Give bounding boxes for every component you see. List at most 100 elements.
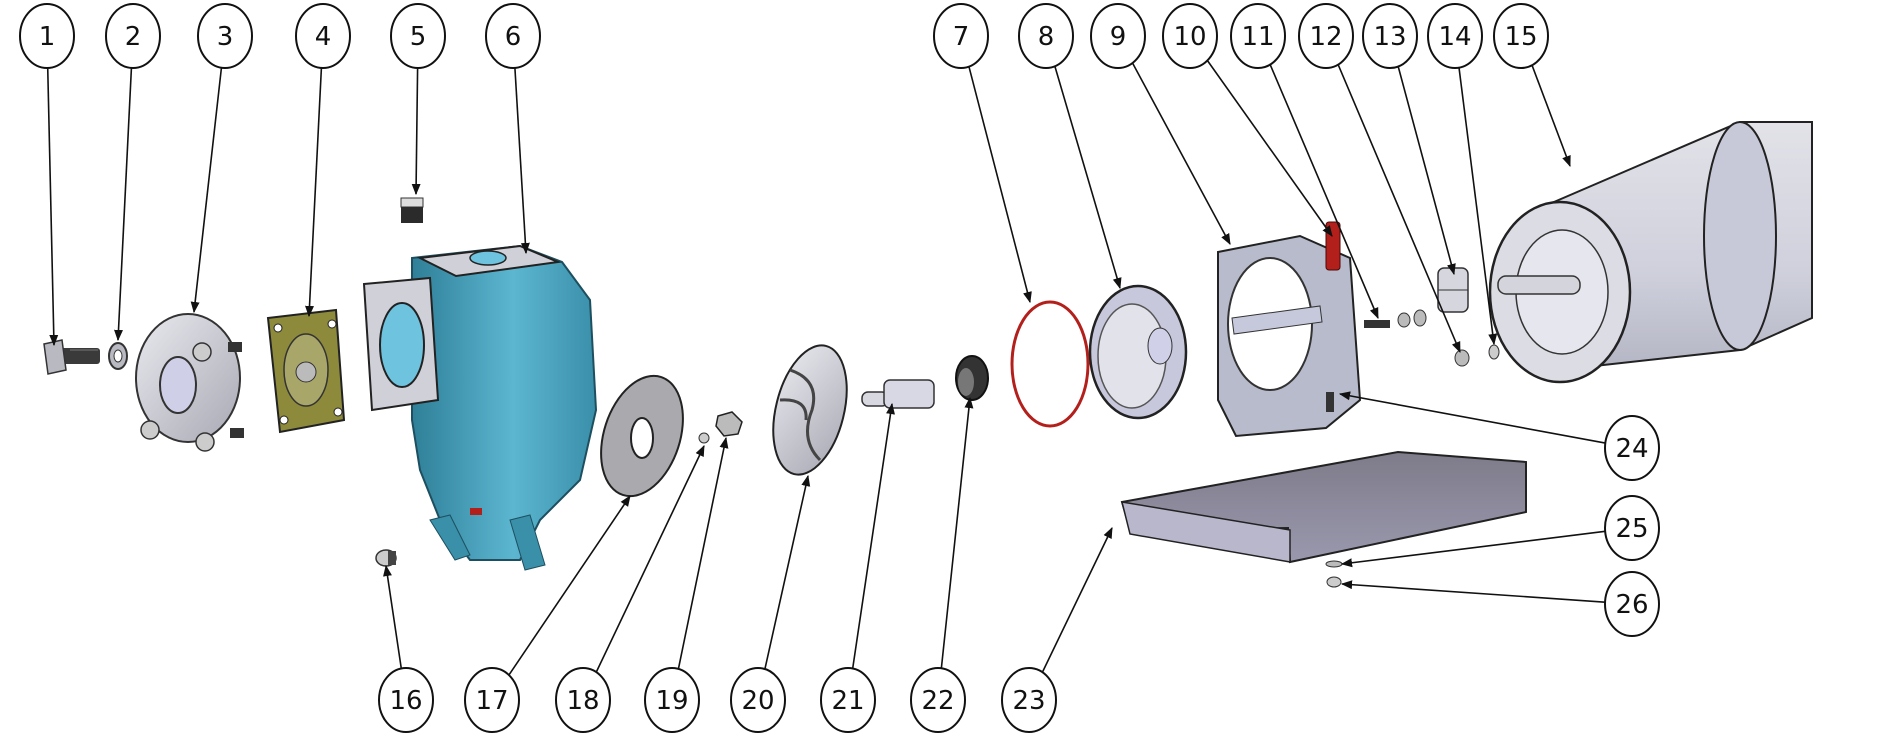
- balloon-18: 18: [555, 667, 611, 733]
- part-base-nut: [1326, 576, 1342, 588]
- balloon-circle: [464, 667, 520, 733]
- leader-lines: [46, 60, 1606, 676]
- leader-line-red-pin: [1206, 60, 1333, 237]
- balloon-circle: [1001, 667, 1057, 733]
- part-adapter-bolt: [1326, 392, 1334, 412]
- balloon-25: 25: [1604, 495, 1660, 561]
- balloon-label: 11: [1241, 22, 1274, 52]
- balloon-circle: [1298, 3, 1354, 69]
- balloon-circle: [105, 3, 161, 69]
- balloon-16: 16: [378, 667, 434, 733]
- leader-line-bolt: [1337, 64, 1461, 354]
- leader-line-pump-casing: [514, 67, 530, 255]
- leader-line-seal-plate: [1054, 65, 1122, 290]
- part-base-plate: [1120, 450, 1527, 564]
- balloon-label: 16: [389, 686, 422, 716]
- balloon-label: 13: [1373, 22, 1406, 52]
- balloon-circle: [644, 667, 700, 733]
- balloon-circle: [910, 667, 966, 733]
- balloon-circle: [19, 3, 75, 69]
- balloon-label: 6: [505, 22, 522, 52]
- part-mechanical-seal: [955, 355, 989, 401]
- part-pump-casing: [362, 244, 598, 571]
- balloon-label: 24: [1615, 434, 1648, 464]
- balloon-label: 4: [315, 22, 332, 52]
- balloon-circle: [555, 667, 611, 733]
- leader-line-shaft-sleeve: [851, 402, 895, 669]
- balloon-label: 23: [1012, 686, 1045, 716]
- balloon-5: 5: [390, 3, 446, 69]
- leader-line-base-plate: [1041, 526, 1113, 673]
- balloon-label: 1: [39, 22, 56, 52]
- balloon-circle: [1162, 3, 1218, 69]
- part-screw: [698, 432, 710, 444]
- balloon-label: 18: [566, 686, 599, 716]
- part-impeller-nut: [715, 411, 743, 437]
- balloon-circle: [1604, 415, 1660, 481]
- balloon-label: 22: [921, 686, 954, 716]
- balloon-label: 15: [1504, 22, 1537, 52]
- balloon-circle: [1362, 3, 1418, 69]
- leader-line-lock-washer: [114, 67, 133, 342]
- leader-line-mechanical-seal: [940, 396, 974, 669]
- leader-line-wear-plate: [508, 495, 631, 676]
- balloon-circle: [295, 3, 351, 69]
- leader-line-base-nut: [1340, 580, 1606, 603]
- leader-line-adapter-bolt: [1338, 391, 1606, 444]
- balloon-circle: [933, 3, 989, 69]
- leader-line-washer: [1458, 67, 1498, 346]
- part-shaft-sleeve: [861, 379, 935, 409]
- leader-line-screw: [595, 444, 705, 673]
- balloon-17: 17: [464, 667, 520, 733]
- balloon-20: 20: [730, 667, 786, 733]
- balloon-22: 22: [910, 667, 966, 733]
- part-fill-plug: [400, 197, 424, 223]
- part-wear-plate: [600, 374, 684, 498]
- balloon-label: 25: [1615, 514, 1648, 544]
- part-o-ring: [1010, 300, 1090, 428]
- balloon-21: 21: [820, 667, 876, 733]
- balloon-14: 14: [1427, 3, 1483, 69]
- balloon-label: 17: [475, 686, 508, 716]
- part-coupling-clamp: [1437, 267, 1469, 313]
- balloon-label: 20: [741, 686, 774, 716]
- balloon-8: 8: [1018, 3, 1074, 69]
- balloon-6: 6: [485, 3, 541, 69]
- balloon-12: 12: [1298, 3, 1354, 69]
- part-impeller: [772, 344, 848, 476]
- part-electric-motor: [1488, 121, 1813, 384]
- balloon-label: 2: [125, 22, 142, 52]
- balloon-label: 14: [1438, 22, 1471, 52]
- balloon-9: 9: [1090, 3, 1146, 69]
- part-suction-flange: [135, 313, 244, 452]
- balloon-11: 11: [1230, 3, 1286, 69]
- balloon-label: 26: [1615, 590, 1648, 620]
- balloon-circle: [1018, 3, 1074, 69]
- balloon-circle: [820, 667, 876, 733]
- leader-line-stud: [1269, 64, 1379, 320]
- parts-layer: [43, 121, 1813, 588]
- balloon-10: 10: [1162, 3, 1218, 69]
- balloon-4: 4: [295, 3, 351, 69]
- balloon-13: 13: [1362, 3, 1418, 69]
- leader-line-o-ring: [968, 66, 1032, 304]
- balloon-label: 8: [1038, 22, 1055, 52]
- leader-line-hex-bolt: [46, 67, 59, 347]
- part-flap-valve-gasket: [266, 308, 346, 434]
- leader-line-impeller: [764, 474, 811, 670]
- balloon-circle: [1090, 3, 1146, 69]
- balloon-circle: [1427, 3, 1483, 69]
- balloon-circle: [485, 3, 541, 69]
- balloon-label: 7: [953, 22, 970, 52]
- balloon-circle: [730, 667, 786, 733]
- balloon-1: 1: [19, 3, 75, 69]
- balloon-label: 21: [831, 686, 864, 716]
- balloon-24: 24: [1604, 415, 1660, 481]
- balloon-23: 23: [1001, 667, 1057, 733]
- balloon-19: 19: [644, 667, 700, 733]
- balloon-3: 3: [197, 3, 253, 69]
- balloon-label: 5: [410, 22, 427, 52]
- balloon-15: 15: [1493, 3, 1549, 69]
- balloon-26: 26: [1604, 571, 1660, 637]
- balloon-circle: [1604, 495, 1660, 561]
